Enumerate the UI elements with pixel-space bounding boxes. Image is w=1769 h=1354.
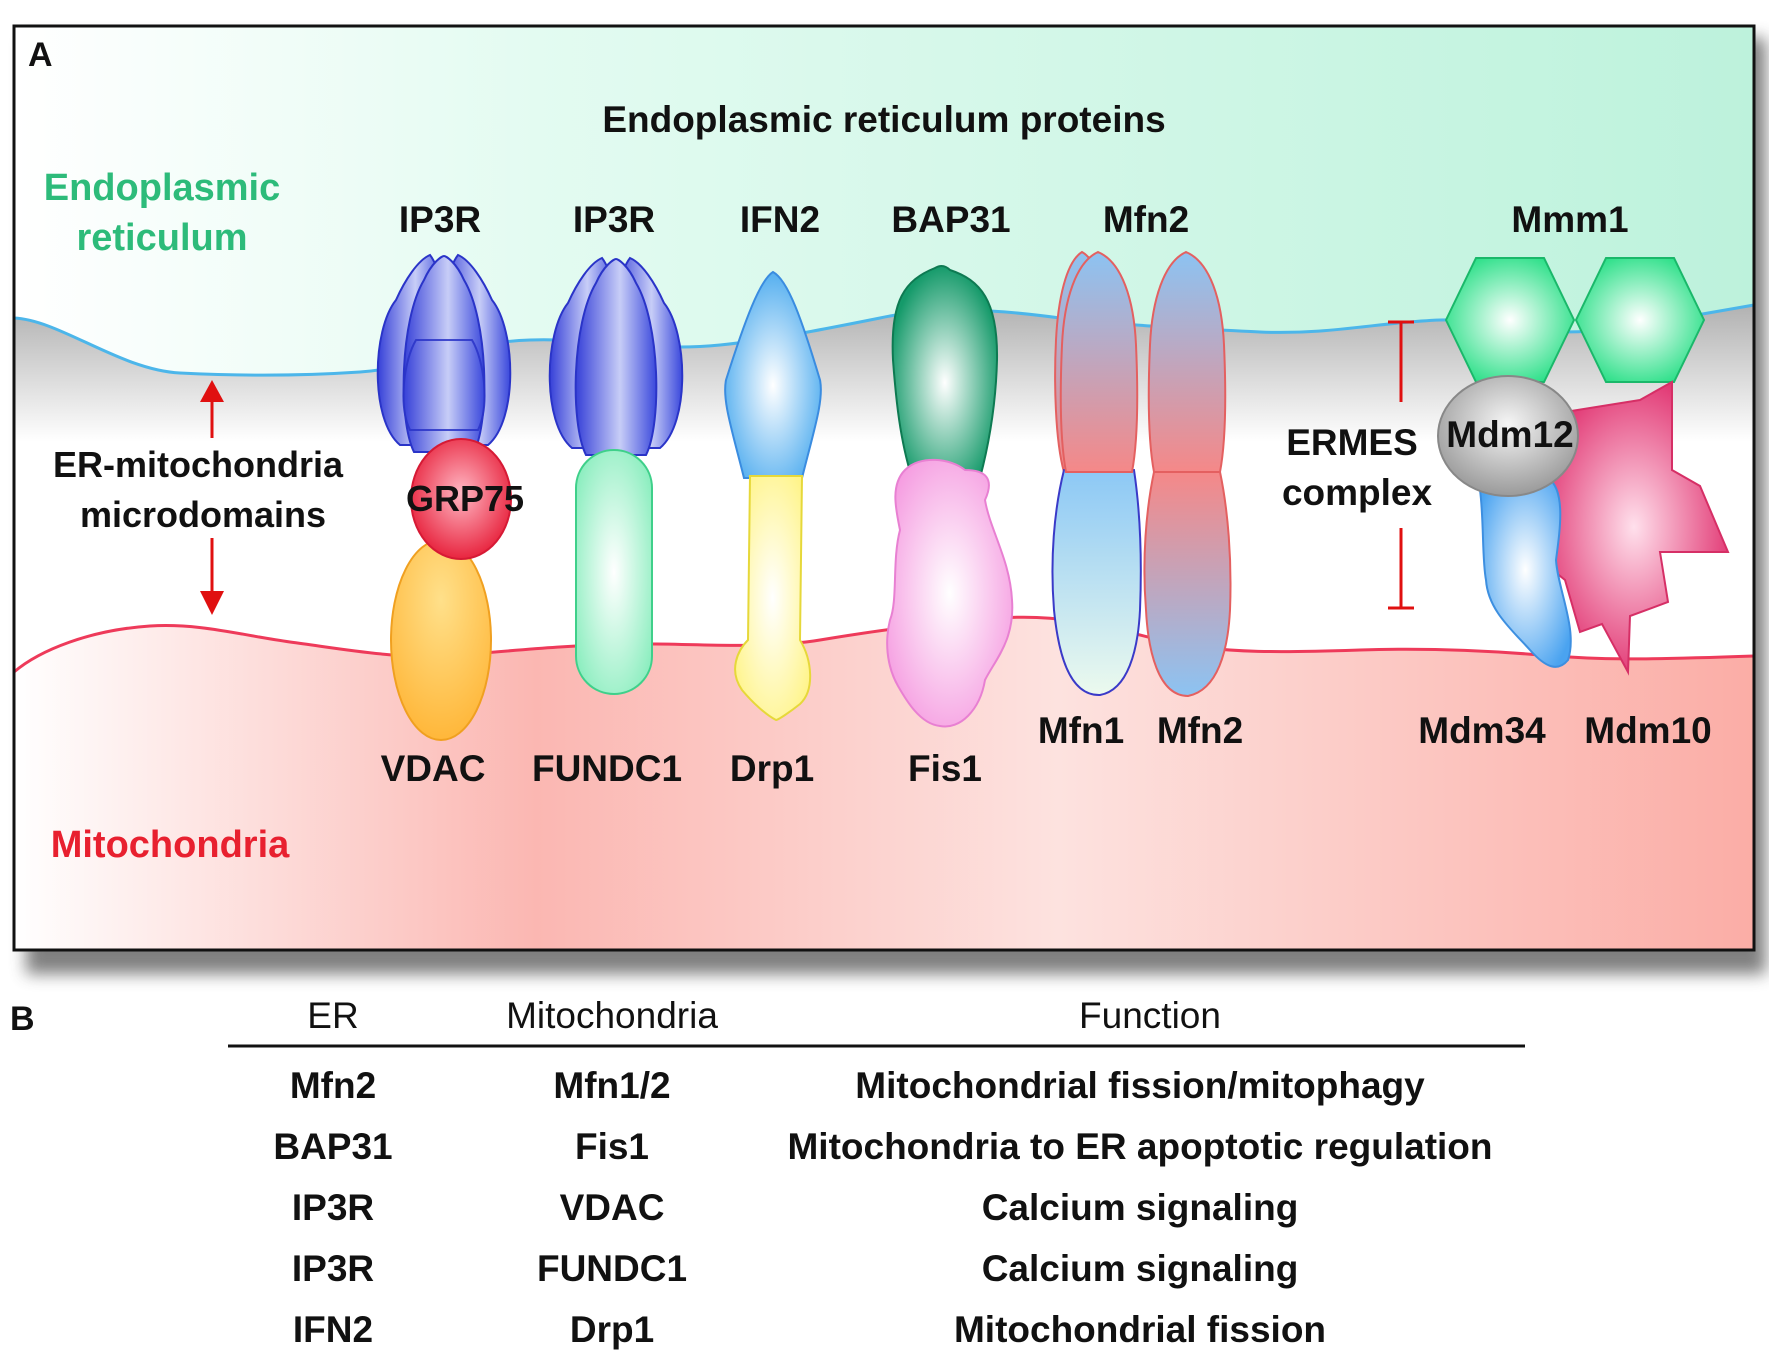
ermes-bracket xyxy=(1388,320,1414,610)
label-ip3r-1: IP3R xyxy=(399,199,481,240)
table-row: BAP31 Fis1 Mitochondria to ER apoptotic … xyxy=(273,1126,1492,1167)
panel-a-letter: A xyxy=(28,36,53,74)
label-grp75: GRP75 xyxy=(406,478,524,519)
grp75-protein xyxy=(410,438,512,560)
panel-a: A Endoplasmic reticulum proteins Endopla… xyxy=(12,24,1756,952)
row3-mito: VDAC xyxy=(560,1187,665,1228)
table-header-er: ER xyxy=(307,995,358,1036)
label-mfn2-bottom: Mfn2 xyxy=(1157,710,1243,751)
mito-region xyxy=(14,617,1754,950)
table-header-function: Function xyxy=(1079,995,1221,1036)
label-mfn2-top: Mfn2 xyxy=(1103,199,1189,240)
label-mmm1: Mmm1 xyxy=(1511,199,1628,240)
mito-label: Mitochondria xyxy=(51,824,290,866)
label-vdac: VDAC xyxy=(381,748,486,789)
drp1-protein xyxy=(734,475,812,722)
label-drp1: Drp1 xyxy=(730,748,814,789)
label-ermes-line1: ERMES xyxy=(1286,422,1418,463)
fundc1-protein xyxy=(575,449,653,695)
panel-b-letter: B xyxy=(10,1000,35,1038)
row5-er: IFN2 xyxy=(293,1309,373,1350)
table-row: IFN2 Drp1 Mitochondrial fission xyxy=(293,1309,1326,1350)
er-label-line1: Endoplasmic xyxy=(44,167,281,209)
microdomain-label-line1: ER-mitochondria xyxy=(53,444,344,485)
label-fundc1: FUNDC1 xyxy=(532,748,682,789)
mdm12-protein xyxy=(1437,375,1579,497)
label-bap31: BAP31 xyxy=(891,199,1010,240)
row4-mito: FUNDC1 xyxy=(537,1248,687,1289)
row5-function: Mitochondrial fission xyxy=(954,1309,1326,1350)
row5-mito: Drp1 xyxy=(570,1309,654,1350)
row3-function: Calcium signaling xyxy=(982,1187,1299,1228)
bap31-protein xyxy=(891,264,999,479)
ip3r-channel-1 xyxy=(376,253,512,453)
label-mfn1: Mfn1 xyxy=(1038,710,1124,751)
mfn2-right-bottom xyxy=(1143,471,1232,698)
panel-b: B ER Mitochondria Function Mfn2 Mfn1/2 M… xyxy=(0,995,1525,1350)
row2-er: BAP31 xyxy=(273,1126,392,1167)
row4-function: Calcium signaling xyxy=(982,1248,1299,1289)
mmm1-hexagon-1 xyxy=(1444,257,1576,383)
label-ip3r-2: IP3R xyxy=(573,199,655,240)
table-header-mito: Mitochondria xyxy=(506,995,718,1036)
mito-membrane xyxy=(13,615,1755,674)
table-row: IP3R FUNDC1 Calcium signaling xyxy=(292,1248,1298,1289)
row2-mito: Fis1 xyxy=(575,1126,649,1167)
label-mdm12: Mdm12 xyxy=(1446,414,1573,455)
label-ermes-line2: complex xyxy=(1282,472,1433,513)
er-proteins-header: Endoplasmic reticulum proteins xyxy=(602,99,1165,140)
vdac-protein xyxy=(390,539,492,741)
microdomain-arrows xyxy=(200,380,224,615)
fis1-protein xyxy=(886,458,1014,728)
row1-function: Mitochondrial fission/mitophagy xyxy=(855,1065,1425,1106)
table-row: Mfn2 Mfn1/2 Mitochondrial fission/mitoph… xyxy=(290,1065,1425,1106)
label-ifn2: IFN2 xyxy=(740,199,820,240)
mmm1-hexagon-2 xyxy=(1574,257,1706,383)
er-label-line2: reticulum xyxy=(76,217,247,259)
row1-er: Mfn2 xyxy=(290,1065,376,1106)
row2-function: Mitochondria to ER apoptotic regulation xyxy=(787,1126,1492,1167)
table-row: IP3R VDAC Calcium signaling xyxy=(292,1187,1298,1228)
microdomain-label-line2: microdomains xyxy=(80,494,326,535)
mfn2-left-top xyxy=(1059,250,1139,473)
mfn2-right-top xyxy=(1147,250,1227,473)
label-mdm34: Mdm34 xyxy=(1418,710,1546,751)
ip3r-channel-2 xyxy=(548,256,684,456)
row1-mito: Mfn1/2 xyxy=(553,1065,670,1106)
row3-er: IP3R xyxy=(292,1187,374,1228)
row4-er: IP3R xyxy=(292,1248,374,1289)
label-mdm10: Mdm10 xyxy=(1584,710,1711,751)
label-fis1: Fis1 xyxy=(908,748,982,789)
